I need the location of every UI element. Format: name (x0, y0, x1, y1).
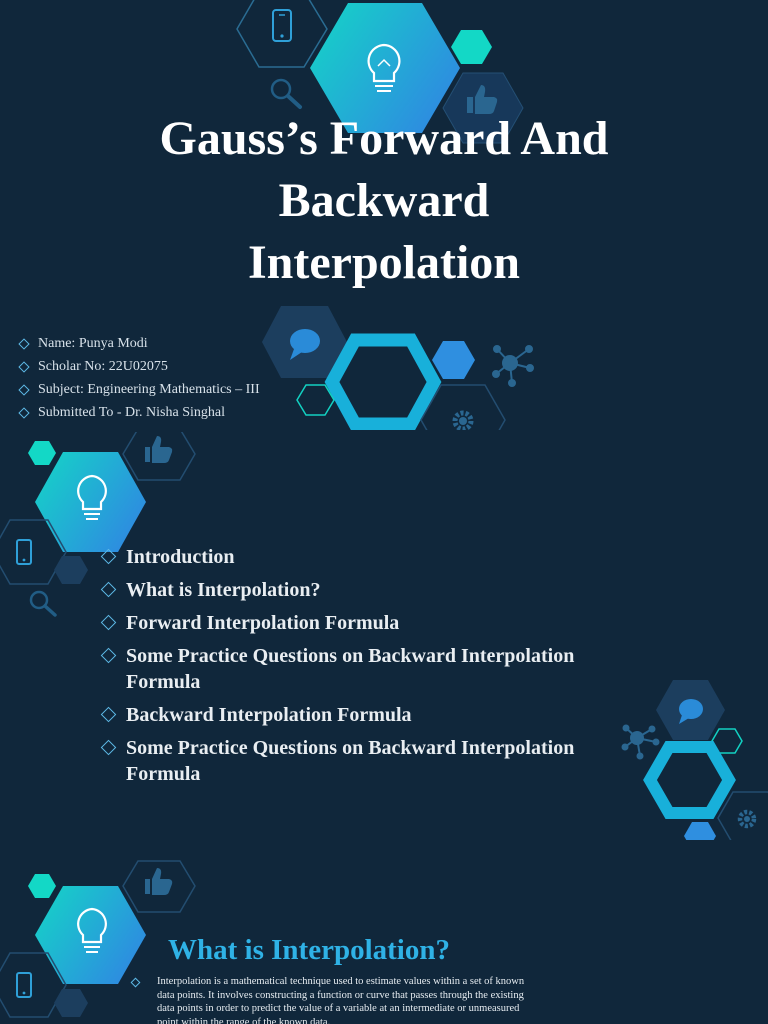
chat-bubble-icon (290, 329, 320, 360)
contents-slide: Introduction What is Interpolation? Forw… (0, 432, 768, 840)
submitted-to: Submitted To - Dr. Nisha Singhal (18, 401, 260, 424)
subject: Subject: Engineering Mathematics – III (18, 378, 260, 401)
author-name: Name: Punya Modi (18, 332, 260, 355)
title-slide-decoration (236, 0, 534, 430)
contents-item-what-is-interpolation: What is Interpolation? (100, 577, 640, 603)
lightbulb-icon (77, 474, 107, 520)
gear-icon (452, 410, 474, 430)
contents-item-practice-questions-1: Some Practice Questions on Backward Inte… (100, 643, 640, 695)
author-info-list: Name: Punya Modi Scholar No: 22U02075 Su… (18, 332, 260, 424)
phone-icon (16, 972, 32, 998)
contents-slide-decoration (0, 432, 768, 840)
search-icon (29, 590, 57, 617)
title-line-3: Interpolation (247, 236, 520, 289)
contents-list: Introduction What is Interpolation? Forw… (100, 544, 640, 794)
scholar-number: Scholar No: 22U02075 (18, 355, 260, 378)
thumbs-up-icon (467, 85, 498, 114)
presentation-title: Gauss’s Forward And Backward Interpolati… (84, 108, 684, 294)
gear-icon (737, 809, 757, 829)
thumbs-up-icon (145, 436, 173, 463)
contents-item-practice-questions-2: Some Practice Questions on Backward Inte… (100, 735, 640, 787)
contents-item-introduction: Introduction (100, 544, 640, 570)
interpolation-slide: What is Interpolation? Interpolation is … (0, 842, 768, 1024)
interpolation-definition: Interpolation is a mathematical techniqu… (157, 976, 525, 1024)
lightbulb-icon (77, 907, 107, 953)
title-line-1: Gauss’s Forward And (159, 112, 609, 165)
title-line-2: Backward (278, 174, 490, 227)
interpolation-slide-decoration (0, 860, 196, 1018)
contents-item-forward-formula: Forward Interpolation Formula (100, 610, 640, 636)
phone-icon (16, 539, 32, 565)
network-icon (492, 345, 534, 387)
thumbs-up-icon (145, 868, 173, 895)
search-icon (270, 78, 302, 109)
network-icon (621, 724, 660, 760)
phone-icon (272, 9, 292, 42)
slide-heading: What is Interpolation? (168, 934, 450, 966)
lightbulb-icon (367, 43, 401, 92)
chat-bubble-icon (679, 699, 703, 724)
contents-item-backward-formula: Backward Interpolation Formula (100, 702, 640, 728)
title-slide: Gauss’s Forward And Backward Interpolati… (0, 0, 768, 430)
